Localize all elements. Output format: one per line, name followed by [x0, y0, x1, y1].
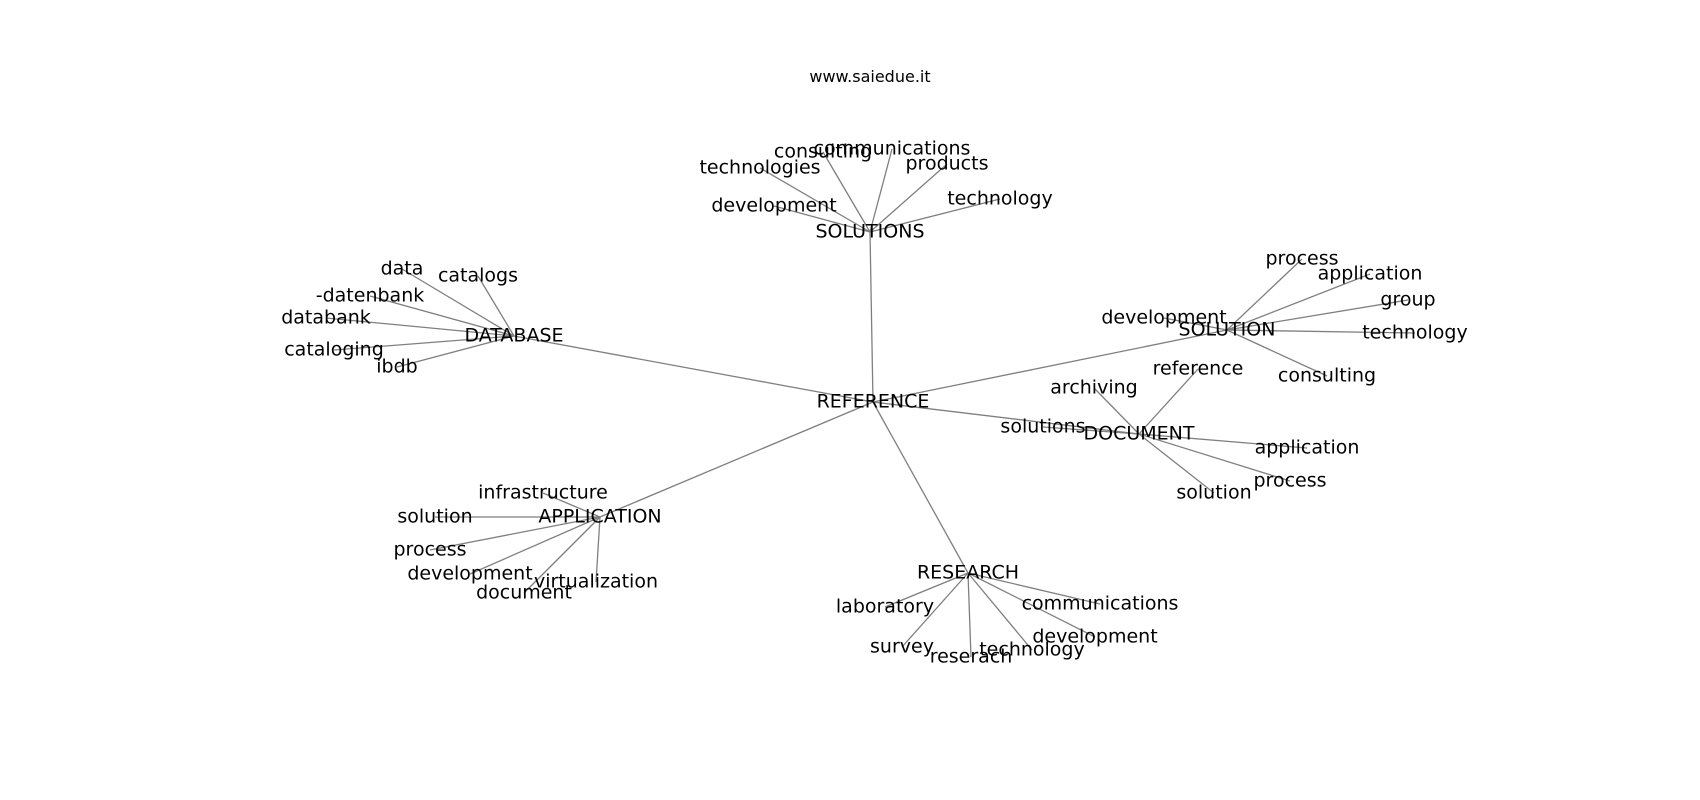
leaf-node-label: infrastructure	[478, 482, 608, 504]
edge-hub-leaf	[595, 516, 601, 583]
hub-node-label: DATABASE	[464, 325, 563, 347]
edge-hub-leaf	[1138, 368, 1199, 435]
hub-node-label: DOCUMENT	[1084, 423, 1195, 445]
leaf-node-label: application	[1255, 437, 1360, 459]
leaf-node-label: development	[711, 195, 836, 217]
site-title: www.saiedue.it	[809, 67, 930, 86]
edge-hub-leaf	[967, 572, 1033, 651]
edge-hub-leaf	[542, 492, 601, 518]
leaf-node-label: cataloging	[284, 339, 384, 361]
leaf-node-label: technology	[947, 188, 1053, 210]
leaf-node-label: communications	[1022, 593, 1179, 615]
leaf-node-label: development	[1101, 307, 1226, 329]
leaf-node-label: solution	[1176, 482, 1251, 504]
leaf-node-label: consulting	[774, 141, 872, 163]
edge-hub-leaf	[869, 198, 1001, 233]
edge-root-hub	[513, 335, 874, 403]
leaf-node-label: solution	[397, 506, 472, 528]
edge-hub-leaf	[869, 163, 948, 233]
leaf-node-label: databank	[281, 307, 371, 329]
edge-root-hub	[599, 401, 874, 518]
leaf-node-label: process	[1253, 470, 1326, 492]
labels-layer: REFERENCESOLUTIONScommunicationsconsulti…	[281, 138, 1468, 668]
leaf-node-label: group	[1380, 289, 1435, 311]
leaf-node-label: data	[381, 258, 424, 280]
edge-root-hub	[872, 401, 969, 574]
edge-hub-leaf	[1226, 329, 1416, 334]
edge-hub-leaf	[1226, 329, 1328, 377]
leaf-node-label: virtualization	[534, 571, 658, 593]
edge-hub-leaf	[1042, 426, 1140, 435]
leaf-node-label: -datenbank	[316, 285, 425, 307]
edge-hub-leaf	[901, 572, 969, 648]
leaf-node-label: consulting	[1278, 365, 1376, 387]
leaf-node-label: application	[1318, 263, 1423, 285]
leaf-node-label: process	[393, 539, 466, 561]
leaf-node-label: solutions	[1000, 416, 1085, 438]
leaf-node-label: products	[906, 153, 989, 175]
hub-node-label: APPLICATION	[538, 506, 661, 528]
edge-hub-leaf	[967, 572, 972, 658]
edge-hub-leaf	[369, 295, 515, 337]
edge-hub-leaf	[396, 335, 515, 368]
edge-hub-leaf	[759, 167, 871, 233]
edge-hub-leaf	[1138, 433, 1291, 482]
root-node-label: REFERENCE	[817, 391, 930, 413]
leaf-node-label: document	[476, 582, 572, 604]
edge-hub-leaf	[401, 268, 515, 337]
edge-hub-leaf	[822, 151, 871, 233]
edge-hub-leaf	[1226, 273, 1371, 331]
edge-hub-leaf	[429, 516, 601, 551]
edges-layer	[325, 148, 1416, 658]
edge-hub-leaf	[773, 205, 871, 233]
edge-hub-leaf	[1138, 433, 1308, 449]
leaf-node-label: ibdb	[376, 356, 417, 378]
leaf-node-label: development	[407, 563, 532, 585]
edge-hub-leaf	[1138, 433, 1215, 494]
edge-root-hub	[869, 231, 874, 403]
edge-hub-leaf	[967, 572, 1101, 605]
edge-hub-leaf	[1163, 317, 1228, 331]
leaf-node-label: development	[1032, 626, 1157, 648]
leaf-node-label: technology	[1362, 322, 1468, 344]
edge-hub-leaf	[469, 516, 601, 575]
leaf-node-label: reference	[1153, 358, 1244, 380]
edge-root-hub	[872, 401, 1140, 435]
leaf-node-label: process	[1265, 248, 1338, 270]
edge-hub-leaf	[967, 572, 1096, 638]
edge-hub-leaf	[1093, 387, 1140, 435]
hub-node-label: SOLUTION	[1179, 319, 1276, 341]
leaf-node-label: technology	[979, 639, 1085, 661]
edge-hub-leaf	[523, 516, 601, 594]
hub-node-label: RESEARCH	[917, 562, 1019, 584]
edge-hub-leaf	[884, 572, 969, 608]
edge-hub-leaf	[1226, 258, 1303, 331]
edge-hub-leaf	[869, 148, 893, 233]
leaf-node-label: archiving	[1050, 377, 1137, 399]
leaf-node-label: communications	[814, 138, 971, 160]
leaf-node-label: catalogs	[438, 265, 518, 287]
leaf-node-label: survey	[870, 636, 934, 658]
leaf-node-label: reserach	[930, 646, 1013, 668]
edge-hub-leaf	[325, 317, 515, 337]
edge-root-hub	[872, 329, 1228, 403]
leaf-node-label: laboratory	[836, 596, 934, 618]
leaf-node-label: technologies	[699, 157, 820, 179]
edge-hub-leaf	[1226, 299, 1409, 331]
hub-node-label: SOLUTIONS	[816, 221, 925, 243]
edge-hub-leaf	[333, 335, 515, 351]
edge-hub-leaf	[477, 275, 515, 337]
